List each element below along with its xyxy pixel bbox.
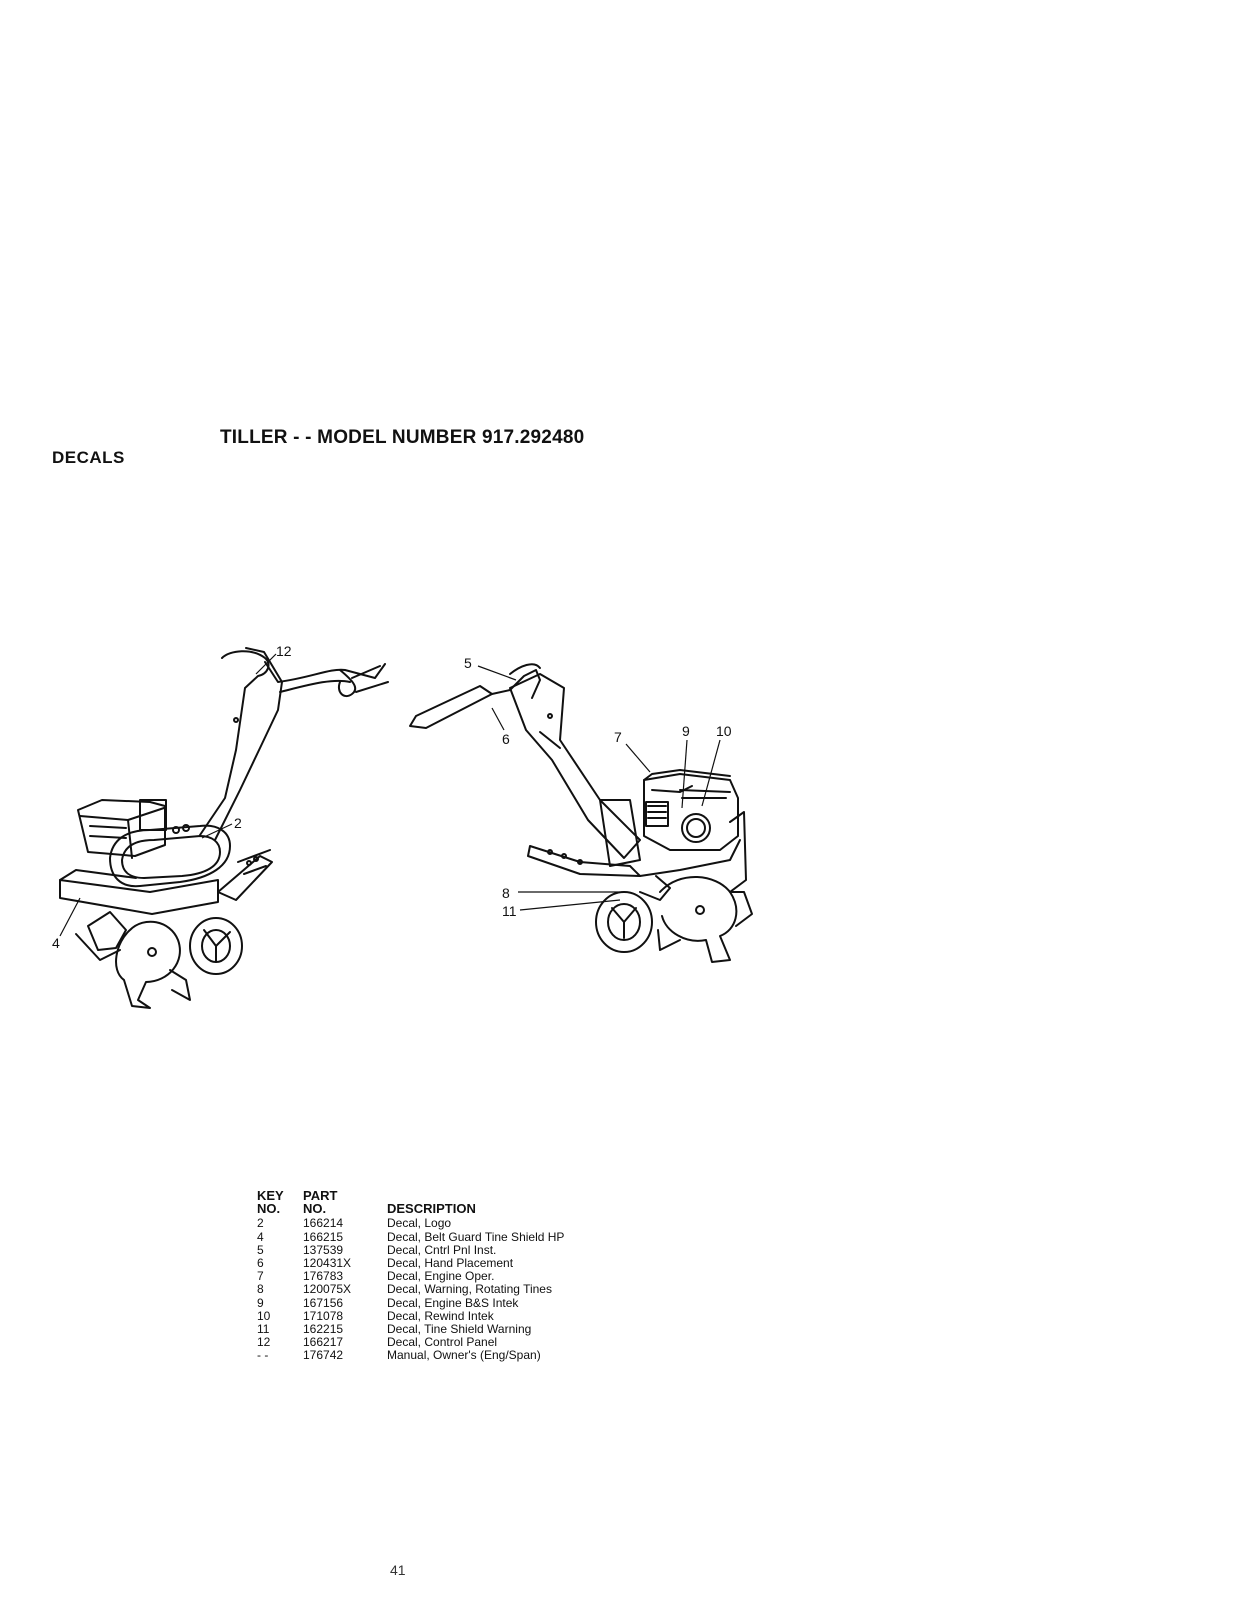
- part-description: Decal, Hand Placement: [387, 1255, 514, 1270]
- table-row: 12 166217 Decal, Control Panel: [257, 1335, 647, 1350]
- parts-header-top: KEY PART: [257, 1189, 647, 1202]
- part-description: Decal, Cntrl Pnl Inst.: [387, 1242, 497, 1257]
- parts-rows: 2 166214 Decal, Logo 4 166215 Decal, Belt Gua…: [257, 1217, 647, 1362]
- page-number: 41: [390, 1562, 406, 1578]
- left-callout-leaders: [59, 653, 277, 937]
- part-no: 176783: [303, 1269, 344, 1284]
- left-callout-2: 2: [234, 815, 242, 831]
- part-no: 176742: [303, 1348, 344, 1363]
- right-callout-leaders: [477, 665, 721, 911]
- part-description: Decal, Logo: [387, 1216, 452, 1231]
- right-tiller-drawing: [409, 663, 753, 963]
- key-no: 7: [257, 1269, 264, 1284]
- part-header-top: PART: [303, 1188, 338, 1203]
- part-no: 137539: [303, 1242, 344, 1257]
- right-callout-11: 11: [502, 903, 517, 919]
- left-tiller-drawing: [59, 647, 389, 1009]
- key-no: 2: [257, 1216, 264, 1231]
- key-header-top: KEY: [257, 1188, 284, 1203]
- key-no: 6: [257, 1255, 264, 1270]
- part-description: Manual, Owner's (Eng/Span): [387, 1348, 541, 1363]
- table-row: 10 171078 Decal, Rewind Intek: [257, 1308, 647, 1323]
- table-row: 8 120075X Decal, Warning, Rotating Tines: [257, 1283, 647, 1296]
- right-callout-5: 5: [464, 655, 472, 671]
- part-no: 120431X: [303, 1255, 352, 1270]
- part-description: Decal, Engine Oper.: [387, 1269, 495, 1284]
- part-description: Decal, Belt Guard Tine Shield HP: [387, 1229, 565, 1244]
- part-no: 166217: [303, 1335, 344, 1350]
- left-callout-12: 12: [276, 643, 292, 659]
- part-description: Decal, Warning, Rotating Tines: [387, 1282, 552, 1297]
- table-row: 11 162215 Decal, Tine Shield Warning: [257, 1321, 647, 1336]
- part-header-bottom: NO.: [303, 1201, 327, 1217]
- right-callout-8: 8: [502, 885, 510, 901]
- part-description: Decal, Control Panel: [387, 1335, 498, 1350]
- table-row: 7 176783 Decal, Engine Oper.: [257, 1269, 647, 1284]
- part-no: 162215: [303, 1321, 344, 1336]
- right-callout-6: 6: [502, 731, 510, 747]
- table-row: 5 137539 Decal, Cntrl Pnl Inst.: [257, 1242, 647, 1257]
- part-no: 120075X: [303, 1282, 352, 1297]
- key-no: 8: [257, 1282, 264, 1297]
- right-callout-7: 7: [614, 729, 622, 745]
- page-title: TILLER - - MODEL NUMBER 917.292480: [220, 427, 585, 448]
- left-callout-4: 4: [52, 935, 60, 951]
- table-row: 2 166214 Decal, Logo: [257, 1217, 647, 1230]
- part-description: Decal, Tine Shield Warning: [387, 1321, 532, 1336]
- part-no: 166215: [303, 1229, 344, 1244]
- part-description: Decal, Engine B&S Intek: [387, 1295, 519, 1310]
- tiller-illustrations: 12 2 4: [52, 643, 753, 1009]
- description-header: DESCRIPTION: [387, 1201, 476, 1217]
- part-no: 171078: [303, 1308, 344, 1323]
- key-no: 9: [257, 1295, 264, 1310]
- table-row: 6 120431X Decal, Hand Placement: [257, 1255, 647, 1270]
- table-row: - - 176742 Manual, Owner's (Eng/Span): [257, 1349, 647, 1362]
- parts-header-bottom: NO. NO. DESCRIPTION: [257, 1202, 647, 1215]
- key-no: 11: [257, 1321, 270, 1336]
- key-header-bottom: NO.: [257, 1201, 281, 1217]
- table-row: 9 167156 Decal, Engine B&S Intek: [257, 1295, 647, 1310]
- section-heading: DECALS: [52, 448, 125, 467]
- key-no: 5: [257, 1242, 264, 1257]
- part-no: 167156: [303, 1295, 344, 1310]
- table-row: 4 166215 Decal, Belt Guard Tine Shield HP: [257, 1229, 647, 1244]
- right-callout-10: 10: [716, 723, 732, 739]
- key-no: 4: [257, 1229, 264, 1244]
- part-description: Decal, Rewind Intek: [387, 1308, 494, 1323]
- key-no: 10: [257, 1308, 271, 1323]
- part-no: 166214: [303, 1216, 344, 1231]
- key-no: 12: [257, 1335, 271, 1350]
- key-no: - -: [257, 1348, 269, 1363]
- right-callout-9: 9: [682, 723, 690, 739]
